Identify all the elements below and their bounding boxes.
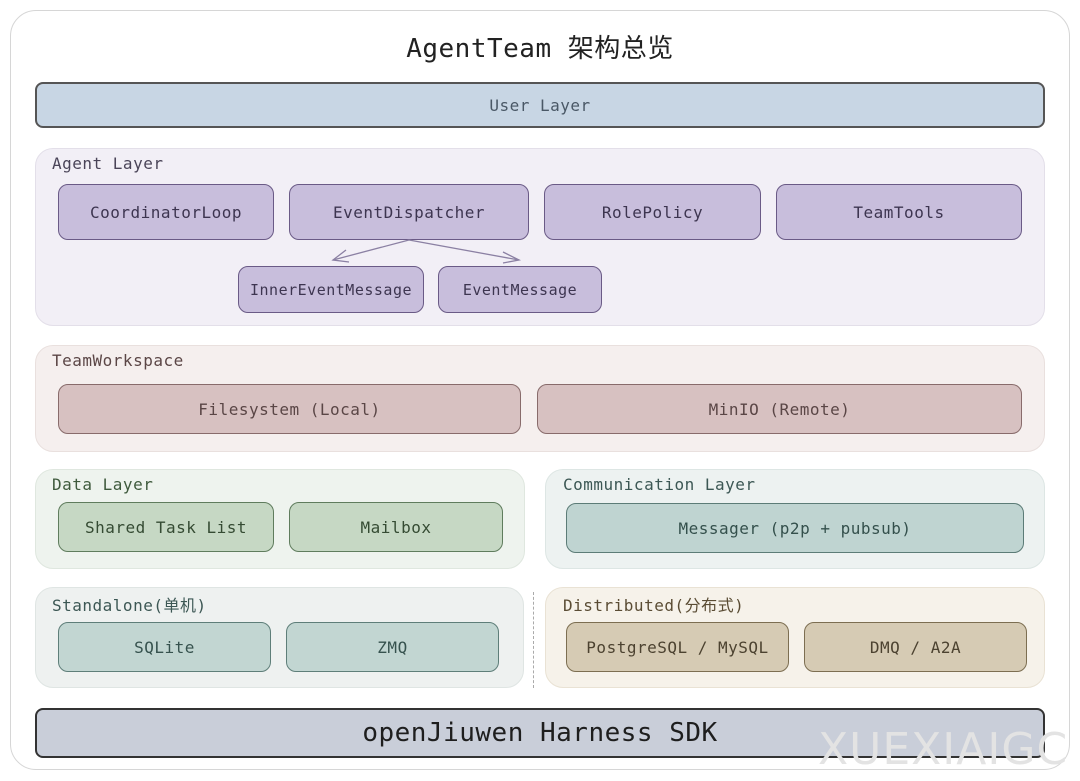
coordinator-loop-label: CoordinatorLoop — [90, 202, 242, 222]
watermark: XUEXIAIGC — [818, 724, 1069, 775]
filesystem-local-box: Filesystem (Local) — [58, 384, 521, 434]
event-dispatcher-label: EventDispatcher — [333, 202, 485, 222]
harness-sdk-bar: openJiuwen Harness SDK — [35, 708, 1045, 758]
shared-task-list-label: Shared Task List — [84, 517, 248, 537]
mailbox-box: Mailbox — [289, 502, 503, 552]
minio-remote-label: MinIO (Remote) — [708, 399, 851, 419]
messager-label: Messager (p2p + pubsub) — [678, 518, 912, 538]
user-layer-label: User Layer — [489, 95, 591, 115]
sqlite-box: SQLite — [58, 622, 271, 672]
event-dispatcher-box: EventDispatcher — [289, 184, 529, 240]
arrow-to-event-message — [408, 239, 520, 261]
arrow-to-inner-event-message — [332, 239, 410, 261]
role-policy-box: RolePolicy — [544, 184, 761, 240]
team-workspace-label: TeamWorkspace — [52, 351, 184, 370]
role-policy-label: RolePolicy — [601, 202, 704, 222]
communication-layer-label: Communication Layer — [563, 475, 756, 494]
postgresql-mysql-box: PostgreSQL / MySQL — [566, 622, 789, 672]
arrowhead-inner-event-message — [331, 249, 350, 263]
event-message-label: EventMessage — [462, 280, 578, 299]
minio-remote-box: MinIO (Remote) — [537, 384, 1022, 434]
inner-event-message-box: InnerEventMessage — [238, 266, 424, 313]
deployment-divider — [533, 592, 534, 688]
messager-box: Messager (p2p + pubsub) — [566, 503, 1024, 553]
postgresql-mysql-label: PostgreSQL / MySQL — [586, 637, 769, 657]
team-tools-label: TeamTools — [853, 202, 945, 222]
filesystem-local-label: Filesystem (Local) — [198, 399, 381, 419]
agent-layer-label: Agent Layer — [52, 154, 164, 173]
diagram-title: AgentTeam 架构总览 — [406, 34, 674, 64]
shared-task-list-box: Shared Task List — [58, 502, 274, 552]
standalone-label: Standalone(单机) — [52, 596, 207, 615]
team-tools-box: TeamTools — [776, 184, 1022, 240]
dmq-a2a-box: DMQ / A2A — [804, 622, 1027, 672]
mailbox-label: Mailbox — [360, 517, 432, 537]
dmq-a2a-label: DMQ / A2A — [869, 637, 962, 657]
event-message-box: EventMessage — [438, 266, 602, 313]
zmq-box: ZMQ — [286, 622, 499, 672]
distributed-label: Distributed(分布式) — [563, 596, 745, 615]
data-layer-label: Data Layer — [52, 475, 154, 494]
inner-event-message-label: InnerEventMessage — [249, 280, 413, 299]
harness-sdk-label: openJiuwen Harness SDK — [362, 718, 718, 748]
sqlite-label: SQLite — [134, 637, 195, 657]
user-layer: User Layer — [35, 82, 1045, 128]
coordinator-loop-box: CoordinatorLoop — [58, 184, 274, 240]
zmq-label: ZMQ — [377, 637, 408, 657]
arrowhead-event-message — [502, 251, 522, 264]
